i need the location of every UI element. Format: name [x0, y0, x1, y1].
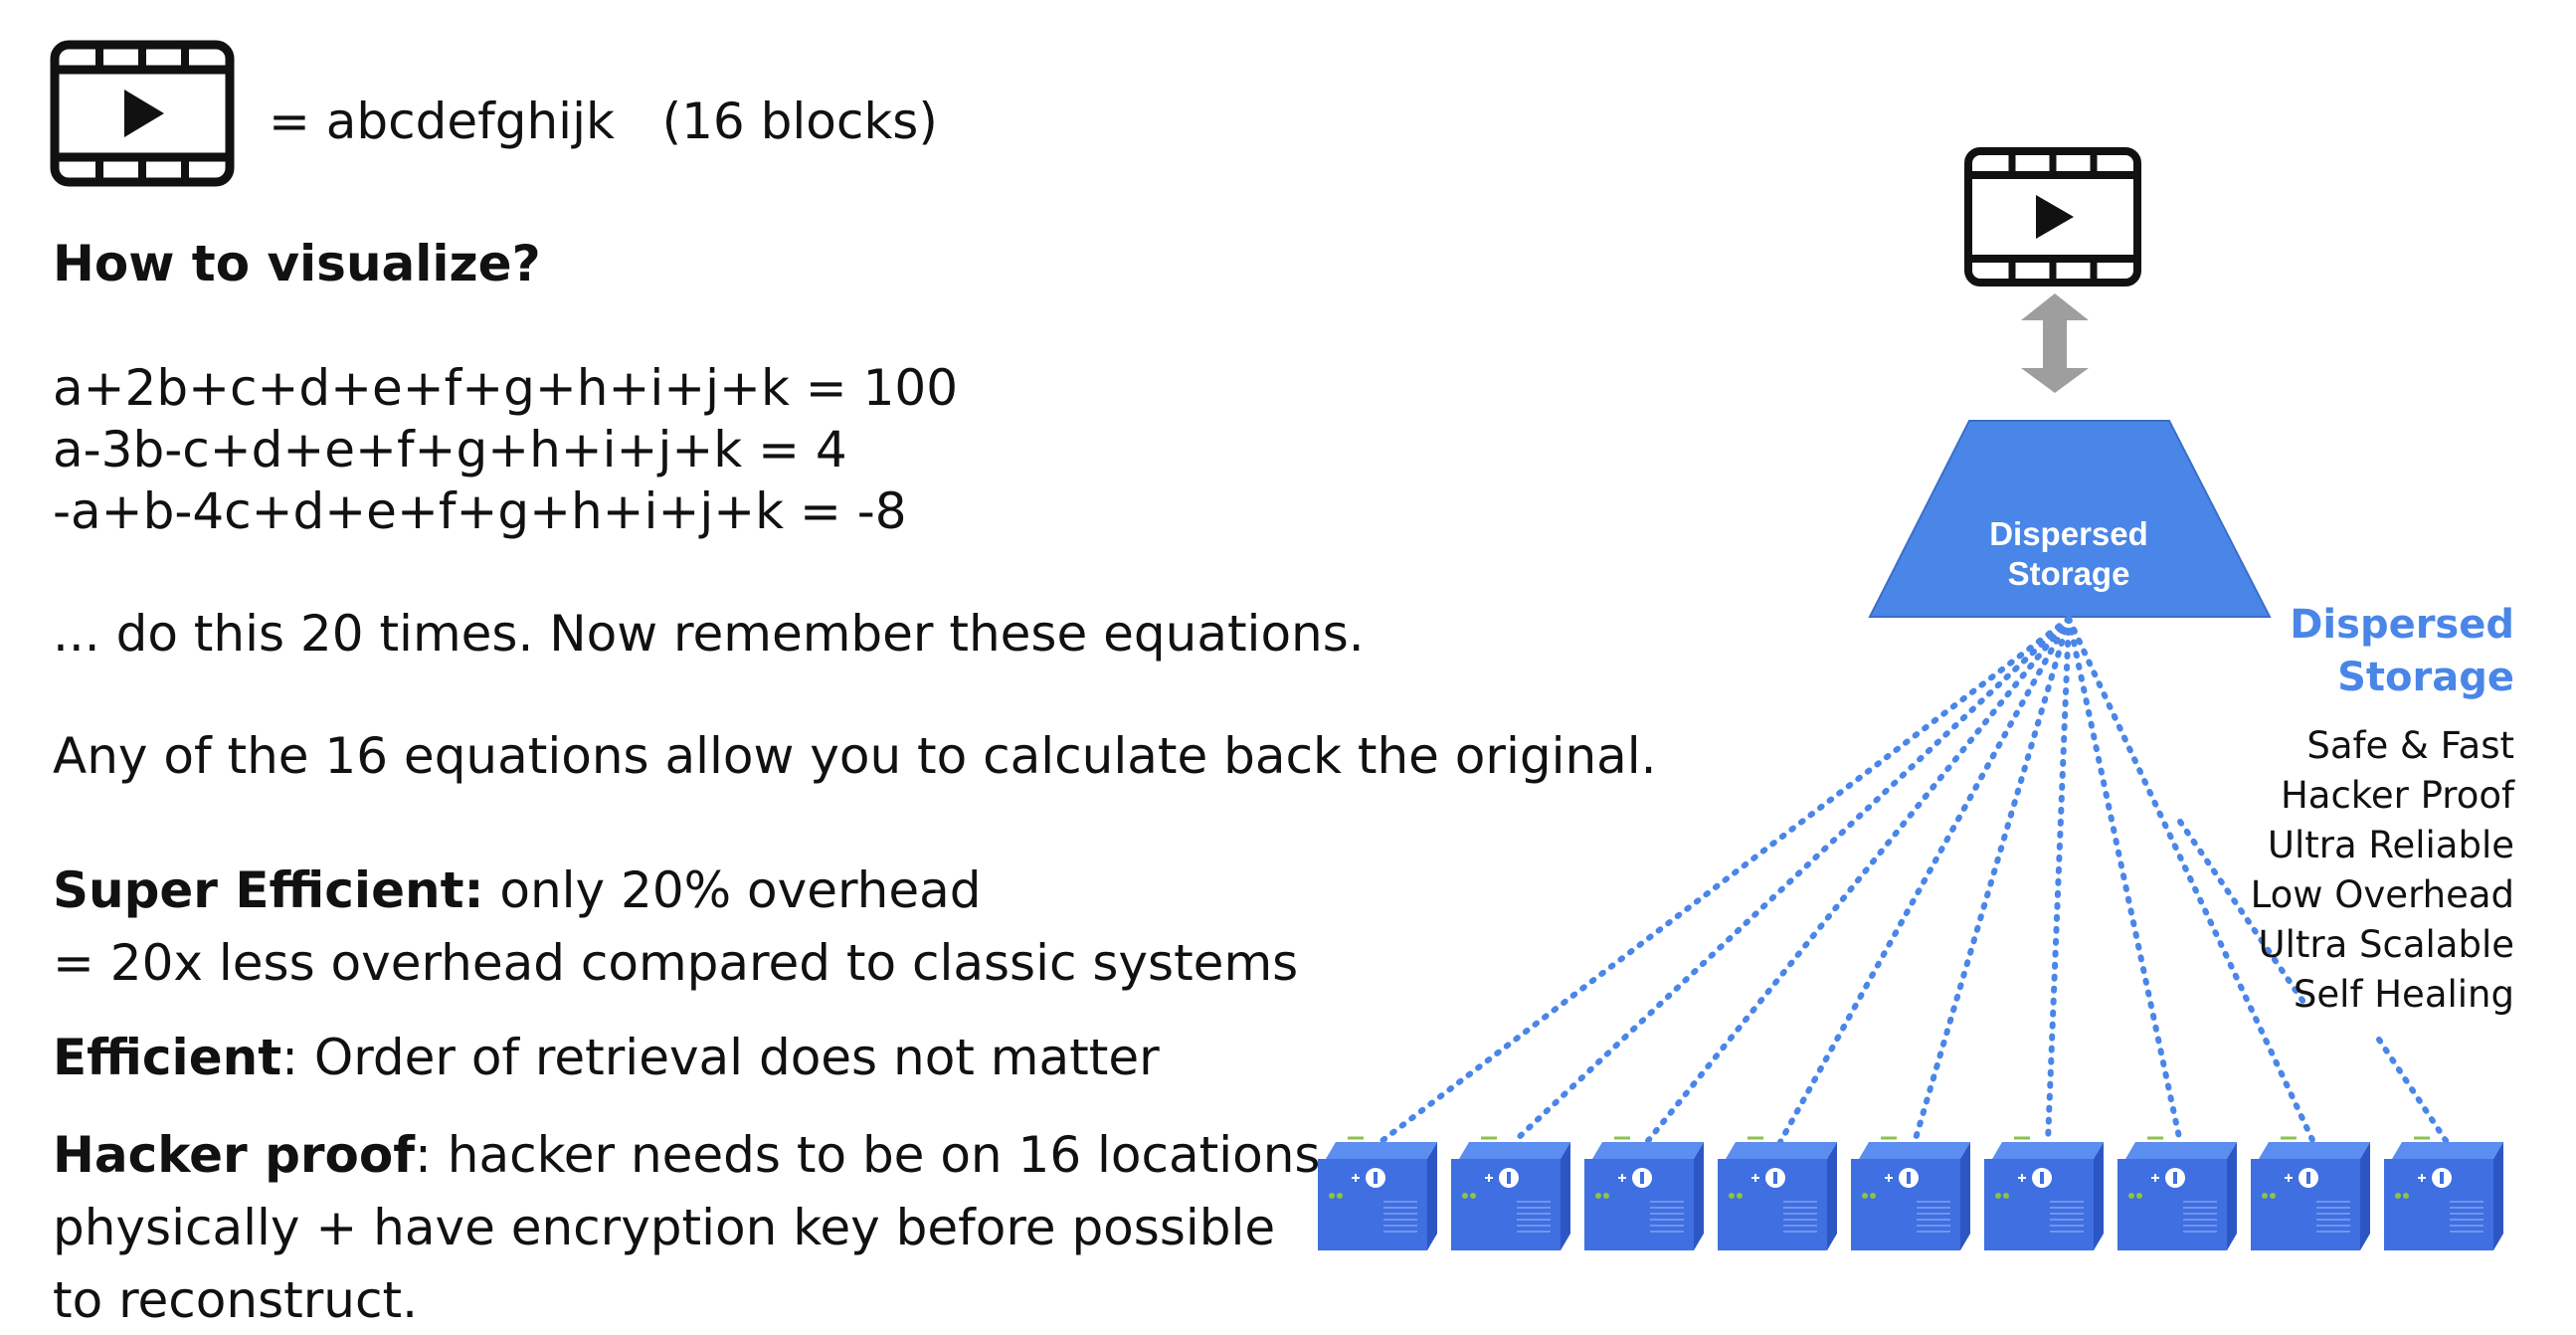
server-cube-icon — [2384, 1136, 2503, 1250]
server-cube-icon — [1718, 1136, 1837, 1250]
server-cube-icon — [1984, 1136, 2104, 1250]
efficient-text: : Order of retrieval does not matter — [281, 1029, 1160, 1086]
feature-item: Ultra Reliable — [2267, 824, 2514, 866]
super-efficient-line: Super Efficient: only 20% overhead — [53, 865, 982, 915]
feature-item: Self Healing — [2293, 973, 2514, 1016]
server-cube-icon — [2251, 1136, 2370, 1250]
dispersed-storage-trapezoid — [1868, 420, 2272, 618]
video-film-icon — [1964, 147, 2141, 286]
server-cube-icon — [2117, 1136, 2237, 1250]
any-note: Any of the 16 equations allow you to cal… — [53, 727, 1657, 785]
sidebar-title-line2: Storage — [2337, 655, 2514, 701]
video-film-icon — [50, 40, 235, 187]
hacker-proof-label: Hacker proof — [53, 1126, 416, 1184]
server-cube-icon — [1318, 1136, 1437, 1250]
header-equation: = abcdefghijk (16 blocks) — [269, 93, 938, 150]
feature-list: Safe & Fast Hacker Proof Ultra Reliable … — [2116, 721, 2514, 1020]
feature-item: Hacker Proof — [2280, 774, 2514, 817]
hacker-proof-line3: to reconstruct. — [53, 1271, 418, 1329]
server-row — [1318, 1136, 2503, 1250]
hacker-proof-text: : hacker needs to be on 16 locations — [415, 1126, 1321, 1184]
hacker-proof-line2: physically + have encryption key before … — [53, 1199, 1276, 1256]
super-efficient-text: only 20% overhead — [483, 861, 982, 919]
repeat-note: ... do this 20 times. Now remember these… — [53, 605, 1365, 663]
sidebar-title: Dispersed Storage — [2156, 599, 2514, 704]
trapezoid-label-line1: Dispersed — [1989, 515, 2148, 552]
trapezoid-label-line2: Storage — [2008, 555, 2130, 592]
equation-2: a-3b-c+d+e+f+g+h+i+j+k = 4 — [53, 421, 847, 478]
sidebar-title-line1: Dispersed — [2290, 602, 2514, 648]
server-cube-icon — [1584, 1136, 1704, 1250]
feature-item: Ultra Scalable — [2258, 923, 2514, 966]
hacker-proof-line: Hacker proof: hacker needs to be on 16 l… — [53, 1130, 1320, 1180]
server-cube-icon — [1851, 1136, 1970, 1250]
equation-3: -a+b-4c+d+e+f+g+h+i+j+k = -8 — [53, 482, 907, 540]
efficient-label: Efficient — [53, 1029, 282, 1086]
super-efficient-label: Super Efficient: — [53, 861, 484, 919]
super-efficient-line2: = 20x less overhead compared to classic … — [53, 934, 1299, 992]
efficient-line: Efficient: Order of retrieval does not m… — [53, 1033, 1160, 1082]
dispersal-lines — [1378, 616, 2450, 1145]
equation-1: a+2b+c+d+e+f+g+h+i+j+k = 100 — [53, 359, 959, 417]
feature-item: Safe & Fast — [2306, 724, 2514, 767]
feature-item: Low Overhead — [2250, 873, 2514, 916]
server-cube-icon — [1451, 1136, 1570, 1250]
double-arrow-icon — [2021, 293, 2089, 393]
section-heading: How to visualize? — [53, 235, 541, 292]
